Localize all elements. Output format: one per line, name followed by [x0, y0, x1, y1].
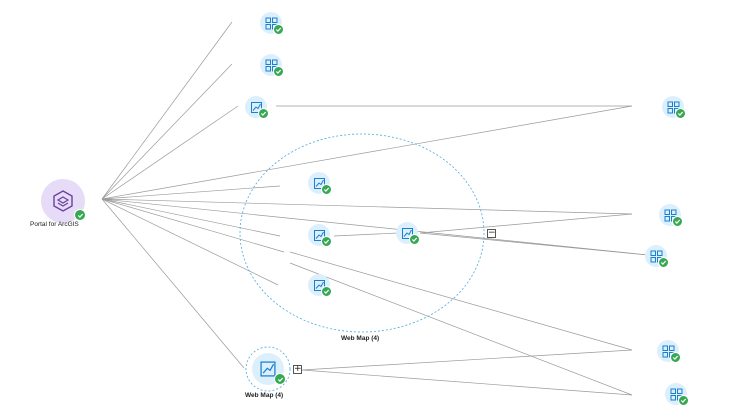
link — [101, 185, 281, 200]
link — [289, 251, 633, 351]
app-node[interactable] — [657, 340, 681, 363]
status-check-icon — [672, 216, 683, 227]
app-node[interactable] — [665, 383, 689, 406]
status-check-icon — [258, 108, 269, 119]
status-check-icon — [675, 108, 686, 119]
app-node[interactable] — [260, 12, 284, 35]
web-map-node[interactable] — [308, 224, 332, 247]
link — [101, 198, 285, 253]
link — [301, 369, 633, 396]
cluster-label: Web Map (4) — [341, 335, 380, 342]
status-check-icon — [273, 24, 284, 35]
status-check-icon — [321, 184, 332, 195]
link — [101, 105, 239, 200]
web-map-icon — [260, 361, 276, 377]
link — [333, 232, 399, 237]
app-node[interactable] — [662, 96, 686, 119]
link — [419, 213, 633, 234]
portal-node[interactable] — [41, 179, 86, 223]
web-map-icon — [250, 101, 262, 113]
link — [101, 198, 633, 215]
status-check-icon — [670, 352, 681, 363]
cluster-label: Web Map (4) — [245, 392, 284, 399]
web-map-node[interactable] — [245, 96, 269, 119]
app-node[interactable] — [659, 204, 683, 227]
web-map-icon — [313, 229, 325, 241]
web-map-node[interactable] — [396, 222, 420, 245]
web-map-icon — [401, 227, 413, 239]
link — [101, 198, 279, 286]
web-map-node[interactable] — [308, 172, 332, 195]
status-check-icon — [321, 286, 332, 297]
portal-label: Portal for ArcGIS — [30, 221, 79, 228]
collapse-toggle[interactable]: − — [487, 228, 496, 238]
cluster-ring-main — [239, 133, 485, 333]
status-check-icon — [74, 209, 86, 221]
expand-toggle[interactable]: + — [293, 364, 302, 374]
web-map-cluster-node[interactable] — [252, 353, 286, 385]
link — [101, 21, 233, 200]
link — [101, 198, 281, 237]
status-check-icon — [321, 236, 332, 247]
link — [101, 198, 245, 369]
link — [301, 349, 633, 371]
link — [101, 63, 233, 200]
web-map-icon — [313, 177, 325, 189]
link — [101, 198, 649, 256]
status-check-icon — [409, 234, 420, 245]
status-check-icon — [274, 373, 286, 385]
web-map-node[interactable] — [308, 274, 332, 297]
portal-layers-icon — [53, 190, 73, 212]
app-node[interactable] — [645, 245, 669, 268]
status-check-icon — [658, 257, 669, 268]
status-check-icon — [678, 395, 689, 406]
link — [419, 232, 649, 256]
status-check-icon — [273, 66, 284, 77]
cluster-ring-bottom — [245, 346, 291, 392]
app-node[interactable] — [260, 54, 284, 77]
link — [101, 105, 633, 200]
link — [289, 262, 633, 396]
web-map-icon — [313, 279, 325, 291]
links — [101, 21, 649, 396]
